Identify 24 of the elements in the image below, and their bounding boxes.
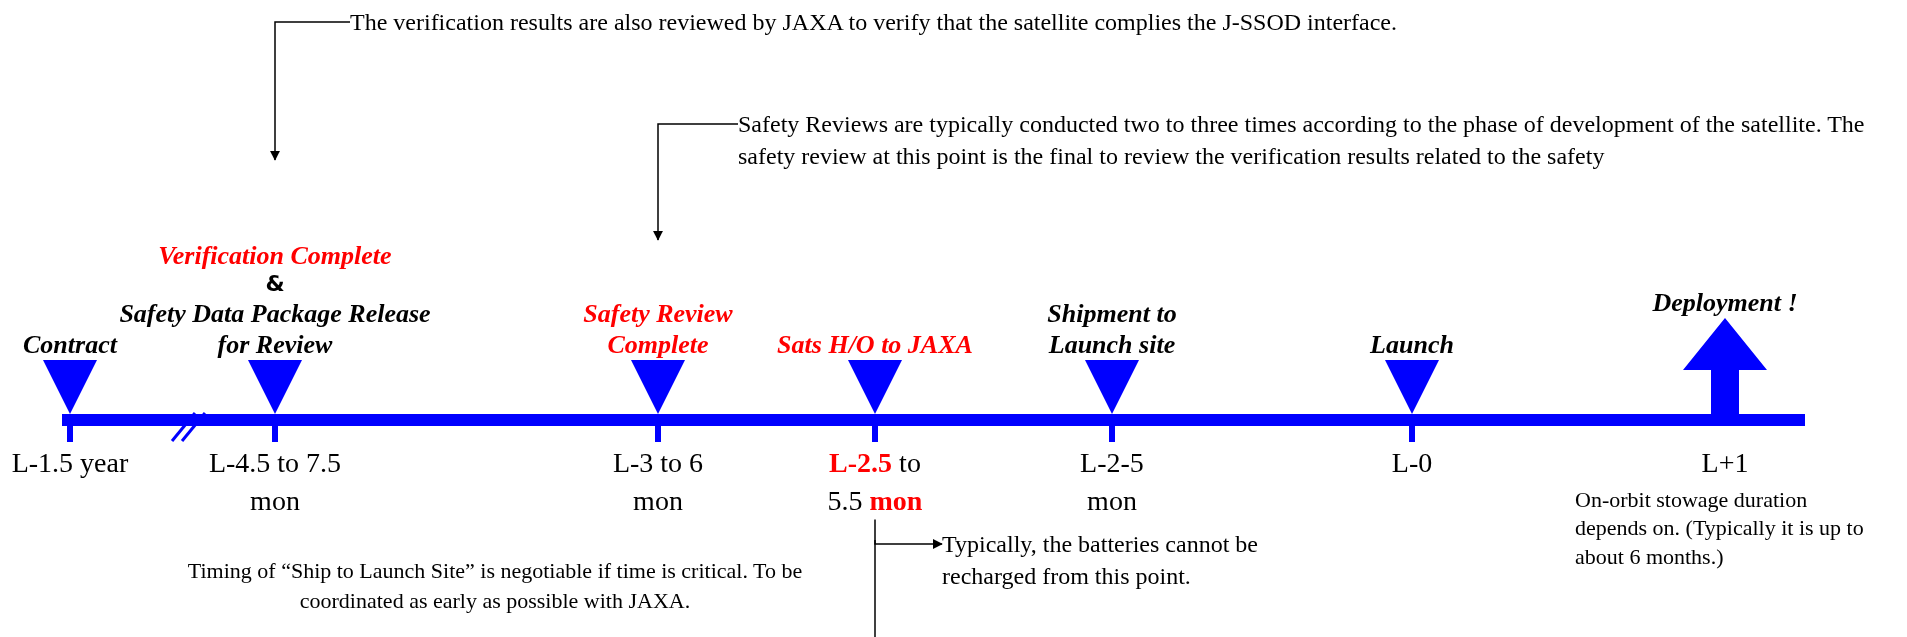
milestone-title: Safety Review Complete xyxy=(582,297,734,360)
timeline-date: L-4.5 to 7.5 mon xyxy=(207,446,343,518)
milestone-title: Launch xyxy=(1370,328,1454,360)
note-text: Safety Reviews are typically conducted two to three times according to the phase of development of the satellite. The safety review at this point is the final to review the verification results related to the safety xyxy=(738,108,1903,173)
timeline-date: L-2-5 mon xyxy=(1079,446,1145,518)
timeline-date: L-2.5 to 5.5 mon xyxy=(826,446,924,518)
arrow xyxy=(874,518,943,549)
milestone-title: Sats H/O to JAXA xyxy=(777,328,973,360)
arrow xyxy=(653,123,739,241)
timeline-date: L-0 xyxy=(1390,446,1434,480)
milestone-title: Deployment ! xyxy=(1652,286,1798,318)
milestone-title: Contract xyxy=(23,328,117,360)
timeline-date: L+1 xyxy=(1700,446,1750,480)
milestone-title: Shipment to Launch site xyxy=(1046,297,1178,360)
note-text: Timing of “Ship to Launch Site” is negotiable if time is critical. To be coordinated as early as possible with JAXA. xyxy=(186,557,804,615)
milestone-title: Verification Complete xyxy=(158,240,392,272)
timeline-date: L-1.5 year xyxy=(10,446,130,480)
arrow xyxy=(270,21,351,161)
duration-note: On-orbit stowage duration depends on. (Typically it is up to about 6 months.) xyxy=(1575,485,1865,571)
note-text: The verification results are also reviewed by JAXA to verify that the satellite complies the J-SSOD interface. xyxy=(350,6,1397,39)
note-text: Typically, the batteries cannot be recharged from this point. xyxy=(942,528,1322,593)
milestone-title: Safety Data Package Release for Review xyxy=(118,297,432,360)
timeline-date: L-3 to 6 mon xyxy=(611,446,705,518)
milestone-title: & xyxy=(265,271,285,298)
